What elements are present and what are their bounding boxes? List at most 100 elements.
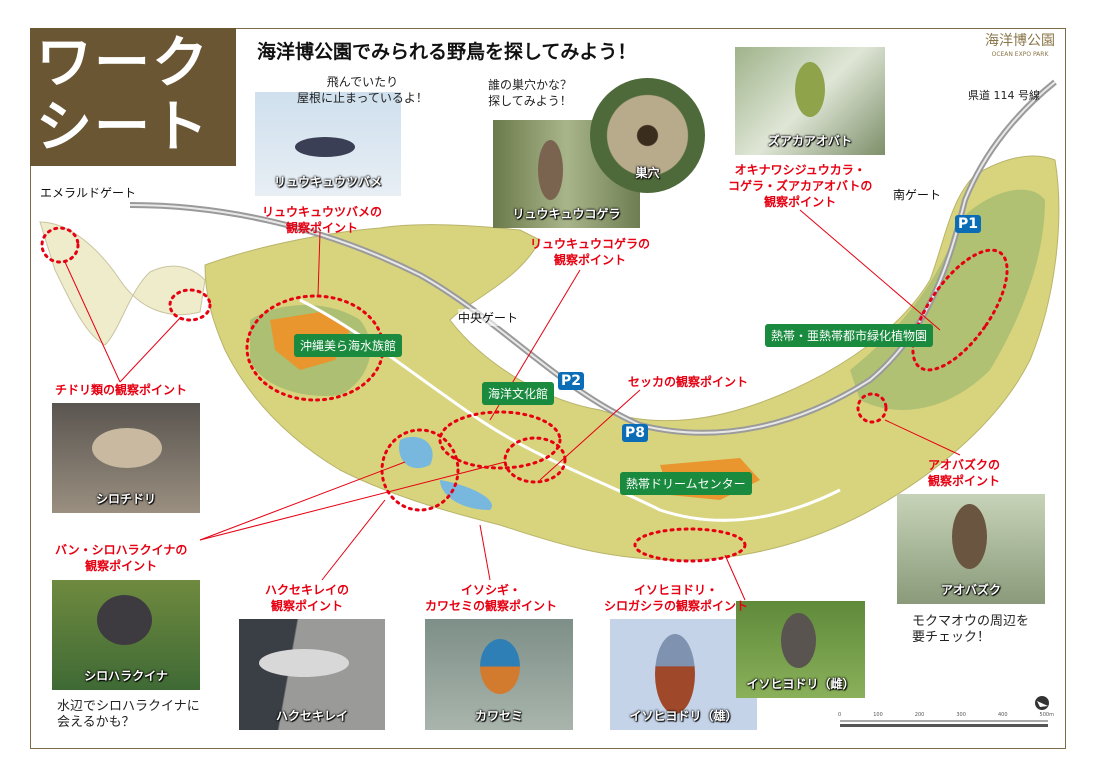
bird-shape [795, 62, 825, 117]
note-line: 屋根に止まっているよ！ [297, 91, 428, 105]
note-line: 飛んでいたり [326, 75, 399, 89]
label-line: イソシギ・ [461, 583, 522, 597]
beach-area [39, 221, 206, 346]
point-north: オキナワシジュウカラ・コゲラ・ズアカアオバトの観察ポイント [728, 162, 872, 210]
bird-shape [538, 140, 563, 200]
page-heading: 海洋博公園でみられる野鳥を探してみよう！ [257, 41, 637, 63]
photo-nest-hole: 巣穴 [590, 78, 705, 193]
photo-thrush-male: イソヒヨドリ（雄） [610, 619, 757, 730]
photo-caption: 巣穴 [635, 166, 660, 180]
label-line: リュウキュウコゲラの [530, 237, 651, 251]
point-cisticola: セッカの観察ポイント [628, 375, 749, 389]
logo-jp: 海洋博公園 [985, 33, 1055, 49]
road-label: 県道 114 号線 [968, 89, 1040, 102]
bird-shape [259, 649, 349, 677]
label-line: イソヒヨドリ・ [634, 583, 719, 597]
parking-p1: P1 [955, 215, 982, 233]
point-kingfisher: イソシギ・カワセミの観察ポイント [425, 582, 557, 614]
note-line: モクマオウの周辺を [912, 614, 1030, 629]
note-line: 要チェック！ [912, 630, 991, 645]
point-plover: チドリ類の観察ポイント [55, 383, 188, 397]
bird-shape [781, 613, 816, 668]
water-pond [399, 436, 433, 469]
photo-caption: カワセミ [474, 709, 523, 723]
label-line: アオバズクの [928, 458, 1001, 472]
point-owl: アオバズクの観察ポイント [928, 457, 1000, 489]
leader-lines [64, 209, 961, 601]
photo-pigeon: ズアカアオバト [735, 47, 885, 155]
obs-area-north [911, 248, 1009, 372]
worksheet-title: ワーク シート [30, 28, 236, 166]
photo-caption: シロチドリ [95, 492, 156, 506]
label-line: 観察ポイント [271, 599, 344, 613]
obs-area-thrush [633, 527, 747, 563]
label-line: バン・シロハラクイナの [55, 543, 188, 557]
water-pond-2 [440, 480, 492, 510]
note-line: 探してみよう！ [488, 94, 572, 108]
photo-caption: リュウキュウコゲラ [512, 207, 621, 221]
facility-aquarium: 沖縄美ら海水族館 [294, 334, 403, 357]
label-line: コゲラ・ズアカアオバトの [728, 179, 873, 193]
facility-culture-hall: 海洋文化館 [482, 382, 555, 405]
highway-edge [129, 81, 1056, 434]
gate-emerald: エメラルドゲート [40, 184, 137, 201]
photo-kingfisher: カワセミ [425, 619, 573, 730]
label-line: 観察ポイント [554, 253, 627, 267]
photo-owl: アオバズク [897, 494, 1045, 604]
label-line: オキナワシジュウカラ・ [734, 163, 866, 177]
label-line: 観察ポイント [928, 474, 1001, 488]
gate-central: 中央ゲート [458, 309, 519, 326]
point-rail: バン・シロハラクイナの観察ポイント [55, 542, 187, 574]
bird-shape [92, 428, 162, 468]
photo-caption: リュウキュウツバメ [273, 175, 382, 189]
facility-dream-center: 熱帯ドリームセンター [620, 472, 752, 495]
bird-shape [97, 595, 152, 645]
title-line2: シート [36, 95, 210, 160]
label-line: ハクセキレイの [265, 583, 350, 597]
scale-label: 300 [956, 712, 966, 718]
photo-caption: イソヒヨドリ（雄） [629, 709, 738, 723]
photo-rail: シロハラクイナ [52, 580, 200, 690]
note-owl: モクマオウの周辺を要チェック！ [912, 614, 1029, 646]
obs-area-plover-1 [40, 226, 80, 264]
title-line1: ワーク [36, 31, 210, 96]
point-woodpecker: リュウキュウコゲラの観察ポイント [530, 236, 650, 268]
logo-en: OCEAN EXPO PARK [991, 51, 1049, 58]
note-line: 水辺でシロハラクイナに [57, 699, 200, 714]
note-line: 誰の巣穴かな？ [488, 78, 573, 92]
bird-shape [655, 634, 695, 714]
gate-south: 南ゲート [893, 186, 942, 203]
point-thrush: イソヒヨドリ・シロガシラの観察ポイント [604, 582, 748, 614]
photo-caption: ズアカアオバト [767, 134, 853, 148]
obs-area-woodpecker [438, 410, 562, 470]
bird-shape [952, 504, 987, 569]
note-rail: 水辺でシロハラクイナに会えるかも？ [57, 699, 200, 731]
photo-caption: イソヒヨドリ（雌） [746, 677, 855, 691]
obs-area-plover-2 [168, 288, 212, 322]
point-swallow: リュウキュウツバメの観察ポイント [262, 204, 382, 236]
note-swallow: 飛んでいたり屋根に止まっているよ！ [297, 74, 428, 106]
label-line: 観察ポイント [85, 559, 158, 573]
label-line: 観察ポイント [764, 195, 837, 209]
bird-shape [480, 639, 520, 694]
bird-shape [295, 137, 355, 157]
photo-thrush-female: イソヒヨドリ（雌） [736, 601, 865, 698]
scale-label: 500m [1039, 712, 1054, 718]
note-nest: 誰の巣穴かな？ 探してみよう！ [488, 77, 572, 109]
photo-caption: ハクセキレイ [275, 709, 348, 723]
photo-caption: アオバズク [940, 583, 1001, 597]
scale-label: 200 [914, 712, 925, 718]
photo-plover: シロチドリ [52, 403, 200, 513]
obs-area-cisticola [503, 436, 567, 484]
point-wagtail: ハクセキレイの観察ポイント [265, 582, 349, 614]
north-arrow-icon [1035, 696, 1049, 710]
photo-wagtail: ハクセキレイ [239, 619, 385, 730]
worksheet-frame [30, 28, 1066, 749]
scale-label: 400 [997, 712, 1008, 718]
label-line: シロガシラの観察ポイント [604, 599, 749, 613]
parking-p8: P8 [622, 424, 649, 442]
obs-area-rail [380, 428, 460, 512]
scale-label: 0 [838, 712, 842, 718]
park-logo: 海洋博公園 OCEAN EXPO PARK [985, 34, 1055, 62]
